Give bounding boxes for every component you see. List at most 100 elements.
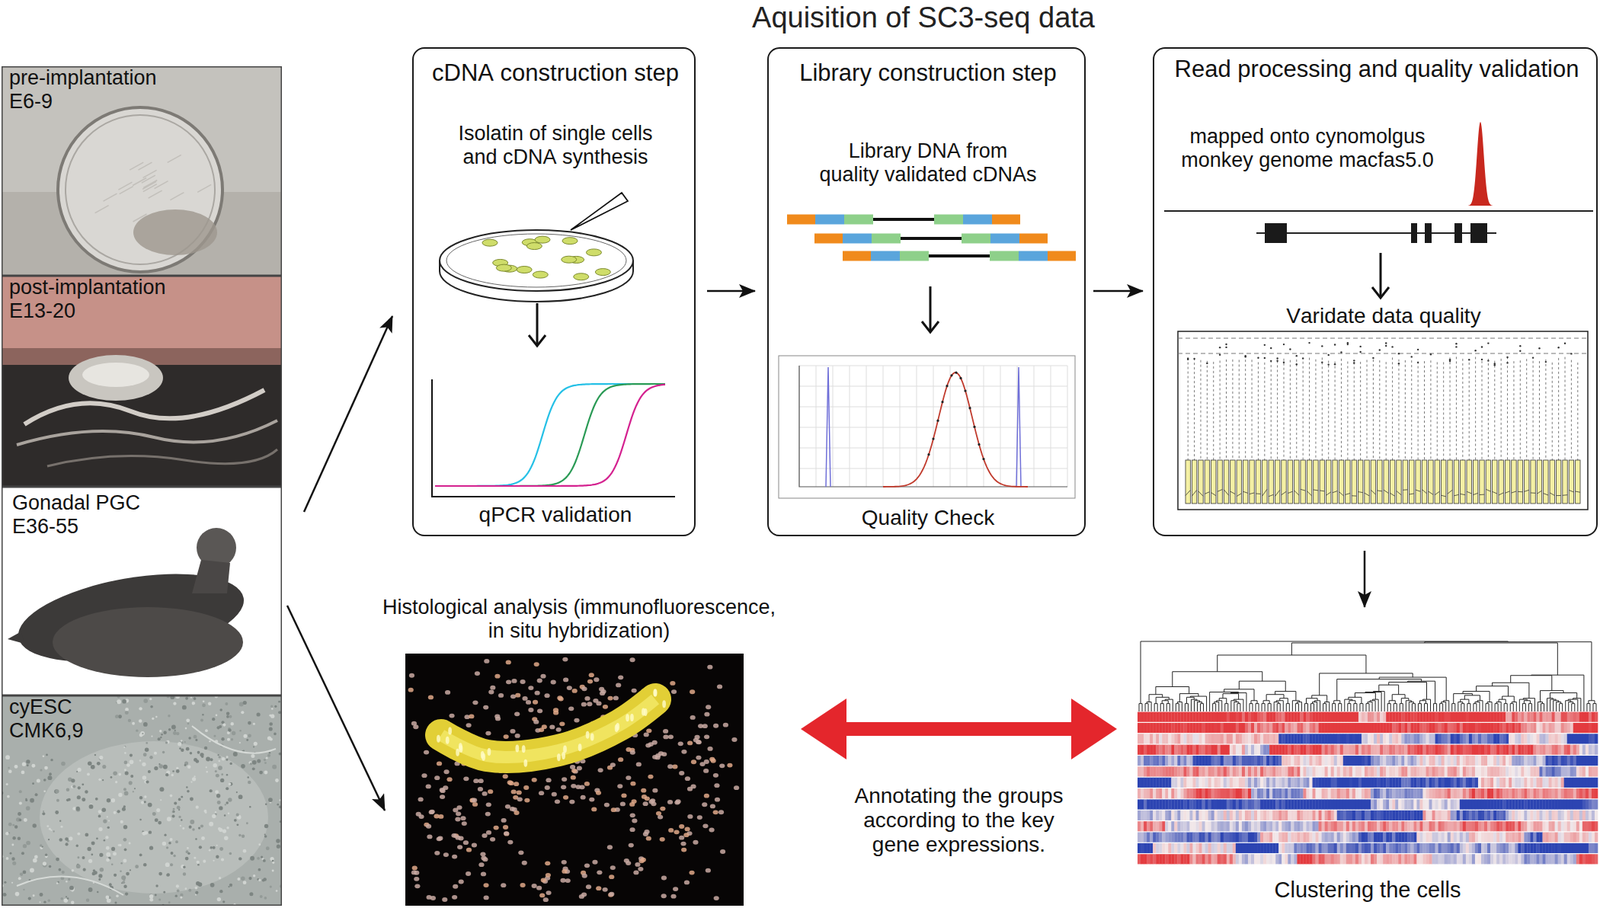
cell (196, 860, 200, 864)
heatmap-cell (1275, 766, 1279, 777)
box (1453, 460, 1459, 504)
heatmap-cell (1168, 755, 1172, 766)
cell (184, 764, 187, 767)
heatmap-cell (1545, 712, 1549, 723)
cell (32, 782, 35, 785)
heatmap-cell (1539, 712, 1543, 723)
heatmap-cell (1226, 755, 1230, 766)
heatmap-cell (1416, 733, 1420, 744)
heatmap-cell (1542, 723, 1546, 733)
heatmap-cell (1140, 745, 1144, 756)
cell (218, 806, 223, 810)
cell (143, 698, 148, 704)
cell (46, 825, 49, 828)
adapter-segment (870, 251, 900, 262)
heatmap-cell (1331, 766, 1335, 777)
cell (160, 733, 163, 736)
cell (141, 732, 144, 735)
heatmap-cell (1432, 712, 1436, 723)
cell (258, 868, 262, 872)
cell (225, 801, 229, 805)
heatmap-cell (1241, 733, 1245, 744)
heatmap-cell (1435, 766, 1439, 777)
heatmap-cell (1208, 755, 1212, 766)
heatmap-cell (1542, 712, 1546, 723)
cell (124, 710, 129, 715)
median (1191, 489, 1197, 496)
cell (214, 790, 219, 794)
heatmap-cell (1315, 755, 1319, 766)
heatmap-cell (1373, 766, 1377, 777)
heatmap-cell (1355, 745, 1359, 756)
heatmap-cell (1275, 712, 1279, 723)
heatmap-cell (1591, 733, 1595, 744)
heatmap-cell (1137, 712, 1141, 723)
heatmap-cell (1186, 766, 1190, 777)
heatmap-cell (1407, 745, 1411, 756)
adapter-segment (814, 233, 843, 244)
heatmap-cell (1508, 733, 1512, 744)
heatmap-cell (1395, 733, 1399, 744)
cell (168, 901, 171, 904)
outlier (1385, 345, 1387, 347)
cell (252, 767, 256, 771)
heatmap-cell (1570, 755, 1574, 766)
whisker (1385, 361, 1387, 461)
cell (105, 858, 110, 863)
cell (230, 762, 233, 765)
cell (227, 886, 230, 888)
heatmap-cell (1413, 755, 1417, 766)
heatmap-cell (1573, 712, 1577, 723)
heatmap-cell (1293, 745, 1297, 756)
heatmap-cell (1284, 733, 1288, 744)
whisker (1481, 361, 1483, 461)
heatmap-cell (1373, 712, 1377, 723)
median (1255, 492, 1261, 494)
heatmap-cell (1290, 745, 1294, 756)
heatmap-cell (1410, 755, 1414, 766)
heatmap-cell (1585, 745, 1589, 756)
cell (86, 898, 90, 903)
cell (98, 873, 103, 878)
heatmap-cell (1299, 745, 1303, 756)
photo-frame (2, 696, 282, 906)
arrow-shaft (929, 286, 932, 331)
heatmap-cell (1558, 712, 1562, 723)
heatmap-cell (1468, 745, 1472, 756)
heatmap-cell (1324, 733, 1328, 744)
heatmap-cell (1217, 766, 1221, 777)
heatmap-cell (1146, 766, 1150, 777)
cells (1, 695, 282, 906)
cell (144, 800, 147, 804)
heatmap-cell (1337, 712, 1341, 723)
heatmap-cell (1229, 745, 1233, 756)
heatmap-cell (1318, 733, 1322, 744)
dendrogram (1139, 641, 1597, 712)
cell (249, 806, 251, 808)
heatmap-cell (1202, 723, 1206, 733)
cell (32, 858, 38, 864)
texture-line (169, 192, 184, 201)
heatmap-cell (1370, 755, 1374, 766)
median (1479, 494, 1485, 496)
cell-colony (39, 741, 269, 894)
heatmap-cell (1158, 712, 1162, 723)
cell (118, 793, 122, 797)
heatmap-cell (1278, 755, 1282, 766)
heatmap-cell (1140, 733, 1144, 744)
whisker (1379, 360, 1380, 461)
heatmap-cell (1438, 745, 1442, 756)
median (1242, 491, 1248, 493)
tissue-fold (16, 420, 278, 445)
heatmap-cell (1410, 766, 1414, 777)
heatmap-cell (1149, 733, 1153, 744)
cell (39, 892, 44, 897)
cell (149, 898, 154, 903)
heatmap-cell (1152, 766, 1156, 777)
heatmap-cell (1174, 723, 1178, 733)
outlier (1296, 355, 1298, 357)
cell (56, 799, 60, 803)
heatmap-cell (1567, 723, 1571, 733)
heatmap-cell (1331, 745, 1335, 756)
heatmap-cell (1152, 733, 1156, 744)
